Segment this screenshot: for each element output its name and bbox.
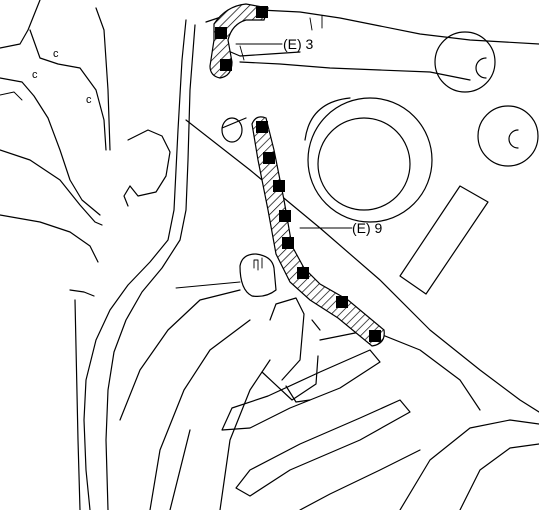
panel-mark: c: [53, 48, 59, 60]
panel-mark: c: [32, 69, 38, 81]
connector-top: [221, 117, 247, 143]
lower-console: [119, 289, 539, 510]
clip-icon: [282, 237, 294, 249]
clip-icon: [256, 6, 268, 18]
harness-e3: [209, 3, 283, 79]
clip-icon: [256, 121, 268, 133]
clip-icon: [263, 152, 275, 164]
clip-icon: [297, 267, 309, 279]
callout-e9-label: (E) 9: [352, 220, 383, 236]
left-trim-panel: c c c: [0, 0, 111, 226]
harness-e9: [251, 116, 385, 347]
clip-icon: [279, 210, 291, 222]
clip-icon: [220, 59, 232, 71]
callout-e3-label: (E) 3: [283, 36, 314, 52]
panel-mark: c: [86, 94, 92, 106]
clip-icon: [273, 180, 285, 192]
body-structure: [0, 19, 539, 510]
right-knobs: [434, 31, 539, 167]
clip-icon: [369, 330, 381, 342]
clip-icon: [336, 296, 348, 308]
side-rectangle: [399, 185, 489, 295]
knob-lower: [175, 253, 277, 297]
clip-icon: [215, 27, 227, 39]
round-housing: [304, 97, 433, 223]
